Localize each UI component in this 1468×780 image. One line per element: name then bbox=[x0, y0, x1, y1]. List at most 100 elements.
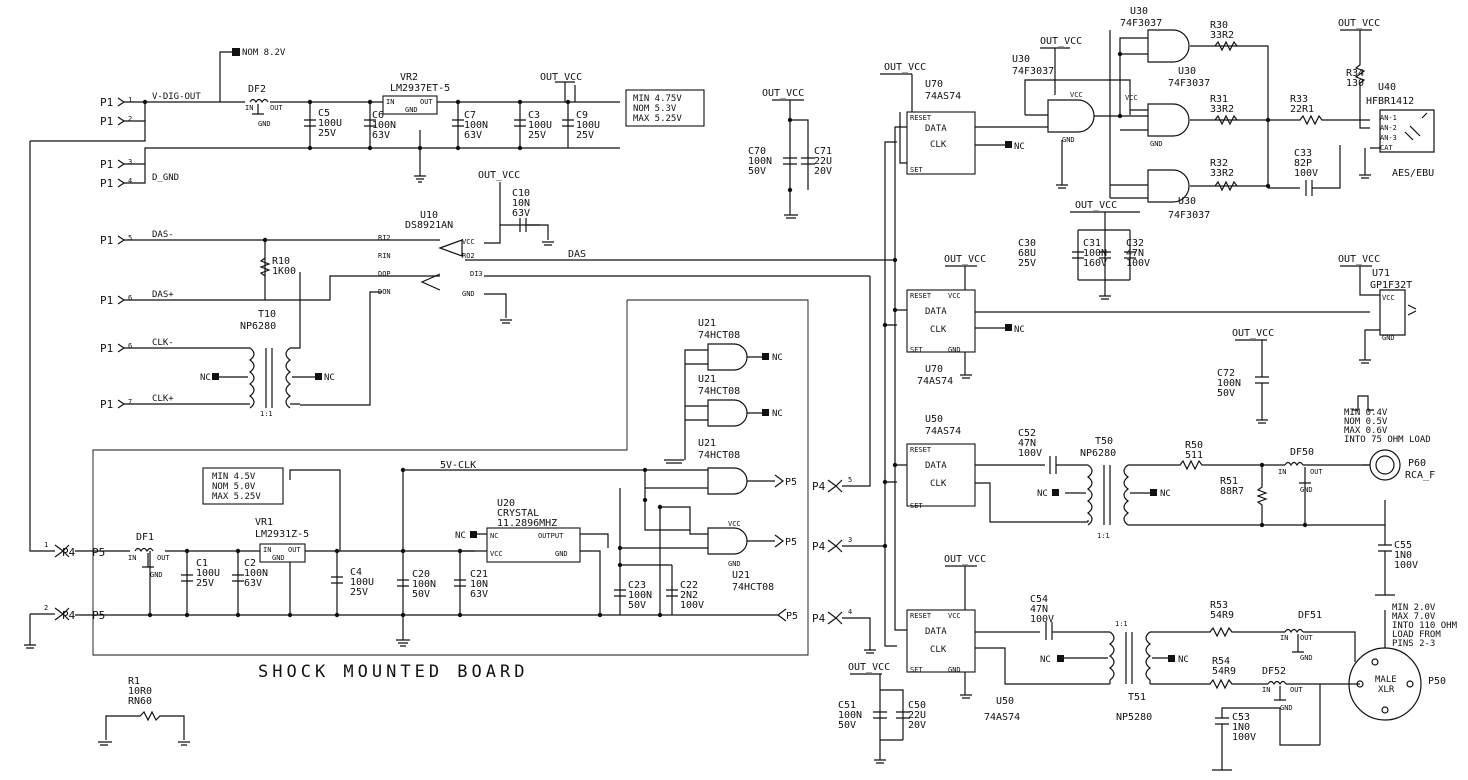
u50-flip-flop-rca: U50 74AS74 RESET DATA CLK SET C52 47N 10… bbox=[906, 414, 1089, 523]
svg-text:IN: IN bbox=[1262, 686, 1270, 694]
resistors-r30-r34: R30 33R2 R31 33R2 R32 33R2 R33 22R1 OUT_… bbox=[1210, 18, 1380, 196]
svg-text:P5: P5 bbox=[92, 546, 105, 559]
cap-c23: C23 100N 50V C22 2N2 100V bbox=[614, 562, 704, 615]
clock-section: 5V-CLK U20 CRYSTAL 11.2896MHZ NC VCC OUT… bbox=[402, 460, 708, 615]
svg-text:CAT: CAT bbox=[1380, 144, 1393, 152]
svg-text:U21: U21 bbox=[698, 318, 716, 329]
svg-text:OUT: OUT bbox=[420, 98, 433, 106]
svg-text:GND: GND bbox=[555, 550, 568, 558]
svg-text:100N: 100N bbox=[838, 710, 862, 721]
svg-text:50V: 50V bbox=[628, 600, 646, 611]
svg-text:74AS74: 74AS74 bbox=[984, 712, 1020, 723]
svg-text:47N: 47N bbox=[1030, 604, 1048, 615]
svg-text:OUT: OUT bbox=[1310, 468, 1323, 476]
svg-text:C55: C55 bbox=[1394, 540, 1412, 551]
net-nom-8-2v: NOM 8.2V bbox=[242, 48, 286, 58]
svg-text:NP5280: NP5280 bbox=[1116, 712, 1152, 723]
svg-text:HFBR1412: HFBR1412 bbox=[1366, 96, 1414, 107]
svg-text:OUTPUT: OUTPUT bbox=[538, 532, 564, 540]
df51-filter: DF51 IN OUT GND bbox=[1280, 610, 1356, 662]
svg-text:C33: C33 bbox=[1294, 148, 1312, 159]
svg-text:OUT: OUT bbox=[1300, 634, 1313, 642]
cap-c4: C4 100U 25V bbox=[331, 567, 374, 598]
svg-text:VCC: VCC bbox=[490, 550, 503, 558]
svg-text:74HCT08: 74HCT08 bbox=[698, 386, 740, 397]
svg-text:OUT_VCC: OUT_VCC bbox=[944, 254, 986, 265]
svg-text:VCC: VCC bbox=[1125, 94, 1138, 102]
svg-text:100U: 100U bbox=[528, 120, 552, 131]
svg-text:LM2937ET-5: LM2937ET-5 bbox=[390, 83, 450, 94]
svg-text:RESET: RESET bbox=[910, 446, 932, 454]
svg-text:C30: C30 bbox=[1018, 238, 1036, 249]
svg-text:RIN: RIN bbox=[378, 252, 391, 260]
svg-text:SET: SET bbox=[910, 666, 923, 674]
svg-text:C51: C51 bbox=[838, 700, 856, 711]
spec-box-vr1: MIN 4.5V NOM 5.0V MAX 5.25V bbox=[202, 467, 284, 505]
svg-text:25V: 25V bbox=[196, 578, 214, 589]
svg-text:NC: NC bbox=[1160, 489, 1171, 499]
svg-text:DF52: DF52 bbox=[1262, 666, 1286, 677]
svg-text:U10: U10 bbox=[420, 210, 438, 221]
svg-text:AES/EBU: AES/EBU bbox=[1392, 168, 1434, 179]
svg-text:25V: 25V bbox=[1018, 258, 1036, 269]
svg-text:OUT_VCC: OUT_VCC bbox=[884, 62, 926, 73]
svg-text:C5: C5 bbox=[318, 108, 330, 119]
p1-label-1: P1 bbox=[100, 96, 113, 109]
svg-text:100N: 100N bbox=[244, 568, 268, 579]
svg-text:P4: P4 bbox=[812, 480, 826, 493]
cap-c9: C9 100U 25V bbox=[562, 110, 600, 141]
svg-text:25V: 25V bbox=[350, 587, 368, 598]
svg-text:C53: C53 bbox=[1232, 712, 1250, 723]
p1-label-7: P1 bbox=[100, 342, 113, 355]
svg-text:63V: 63V bbox=[244, 578, 262, 589]
svg-text:100V: 100V bbox=[1030, 614, 1054, 625]
svg-text:P50: P50 bbox=[1428, 676, 1446, 687]
svg-text:C6: C6 bbox=[372, 110, 384, 121]
svg-text:NC: NC bbox=[772, 353, 783, 363]
svg-text:U71: U71 bbox=[1372, 268, 1390, 279]
svg-text:VCC: VCC bbox=[948, 292, 961, 300]
svg-text:33R2: 33R2 bbox=[1210, 104, 1234, 115]
svg-text:IN: IN bbox=[128, 554, 136, 562]
svg-text:6: 6 bbox=[128, 342, 132, 350]
net-clk-plus: CLK+ bbox=[152, 394, 174, 404]
svg-text:NC: NC bbox=[1014, 325, 1025, 335]
u50-flip-flop-xlr: OUT_VCC RESET VCC DATA CLK SET GND U50 7… bbox=[906, 554, 1110, 723]
svg-text:C21: C21 bbox=[470, 569, 488, 580]
svg-text:160V: 160V bbox=[1083, 258, 1107, 269]
svg-text:NC: NC bbox=[1178, 655, 1189, 665]
svg-text:DI3: DI3 bbox=[470, 270, 483, 278]
svg-text:C20: C20 bbox=[412, 569, 430, 580]
p1-label-8: P1 bbox=[100, 398, 113, 411]
svg-text:AN-3: AN-3 bbox=[1380, 134, 1397, 142]
svg-text:GND: GND bbox=[728, 560, 741, 568]
svg-text:GND: GND bbox=[272, 554, 285, 562]
p1-connector: P1 1 P1 2 P1 3 P1 4 P1 5 P1 6 P1 6 P1 7 bbox=[100, 96, 132, 411]
resistor-r10: R10 1K00 bbox=[259, 256, 296, 277]
svg-text:VCC: VCC bbox=[1070, 91, 1083, 99]
svg-text:SET: SET bbox=[910, 502, 923, 510]
transformer-t50: T50 NP6280 NC NC 1:1 bbox=[1037, 436, 1386, 540]
spec-box-output: MIN 4.75V NOM 5.3V MAX 5.25V bbox=[625, 89, 705, 127]
svg-text:NP6280: NP6280 bbox=[1080, 448, 1116, 459]
net-das-plus: DAS+ bbox=[152, 290, 174, 300]
df2-filter: DF2 IN OUT GND bbox=[245, 84, 283, 128]
svg-text:OUT_VCC: OUT_VCC bbox=[1040, 36, 1082, 47]
svg-text:MIN 0.4V: MIN 0.4V bbox=[1344, 408, 1388, 418]
svg-text:25V: 25V bbox=[528, 130, 546, 141]
svg-text:T51: T51 bbox=[1128, 692, 1146, 703]
svg-text:33R2: 33R2 bbox=[1210, 30, 1234, 41]
svg-text:2N2: 2N2 bbox=[680, 590, 698, 601]
svg-text:P4: P4 bbox=[812, 540, 826, 553]
net-das-minus: DAS- bbox=[152, 230, 174, 240]
svg-text:6: 6 bbox=[128, 294, 132, 302]
svg-text:R1: R1 bbox=[128, 676, 140, 687]
svg-text:U30: U30 bbox=[1012, 54, 1030, 65]
svg-text:20V: 20V bbox=[814, 166, 832, 177]
transformer-t51: 1:1 T51 NP5280 NC NC R53 54R9 R54 54R9 bbox=[1040, 600, 1285, 723]
net-d-gnd: D_GND bbox=[152, 173, 179, 183]
svg-text:T10: T10 bbox=[258, 309, 276, 320]
p4-p5-left: 1 P4 P5 2 P4 P5 bbox=[24, 121, 146, 649]
svg-text:RESET: RESET bbox=[910, 612, 932, 620]
